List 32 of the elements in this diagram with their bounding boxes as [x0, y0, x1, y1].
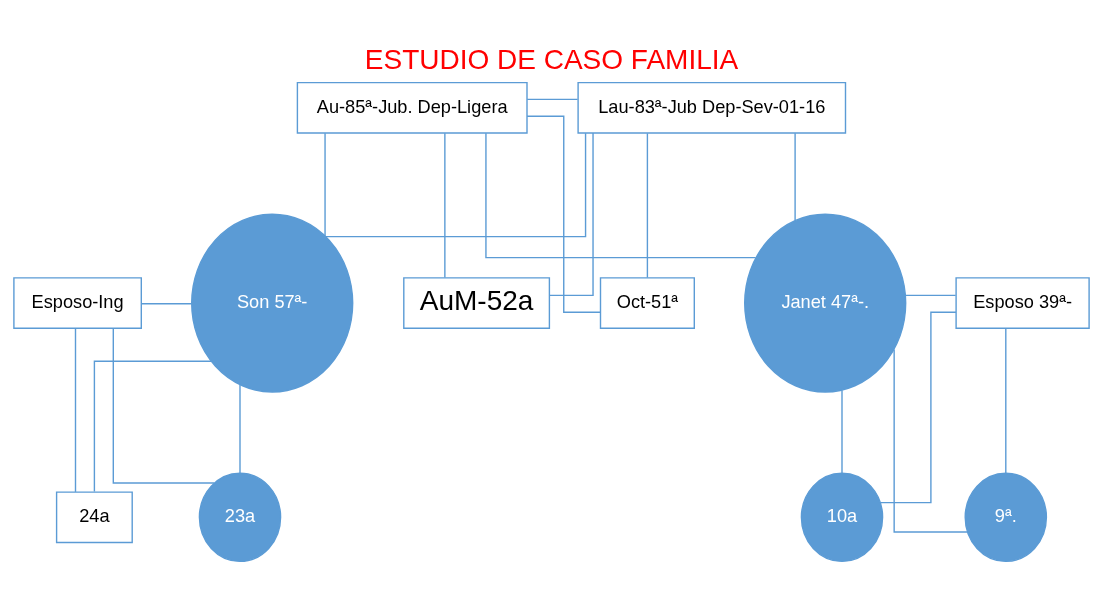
connector [548, 132, 594, 297]
node-box: AuM-52a [403, 277, 551, 329]
node-box: Au-85ª-Jub. Dep-Ligera [296, 81, 528, 134]
connector [646, 132, 649, 279]
connector [526, 115, 601, 313]
connector [893, 348, 969, 533]
connector [74, 327, 77, 493]
node-circle: 9ª. [964, 472, 1048, 563]
connector [325, 132, 587, 238]
connector [526, 98, 579, 101]
diagram-title: ESTUDIO DE CASO FAMILIA [364, 43, 739, 75]
connector [112, 327, 216, 484]
node-circle: 10a [800, 472, 884, 563]
node-circle: Janet 47ª-. [744, 213, 907, 393]
node-circle: Son 57ª- [191, 213, 354, 393]
connector [1005, 327, 1007, 474]
connector [140, 303, 192, 305]
connector [93, 360, 212, 493]
node-box: Oct-51ª [599, 277, 695, 329]
connector [485, 132, 757, 259]
connector [904, 294, 957, 297]
node-box: Lau-83ª-Jub Dep-Sev-01-16 [577, 81, 847, 134]
connector [880, 311, 957, 504]
node-box: 24a [55, 491, 133, 544]
node-box: Esposo 39ª- [955, 277, 1090, 329]
connector [841, 389, 843, 474]
connector [794, 132, 796, 222]
connector [324, 132, 326, 237]
node-box: Esposo-Ing [13, 277, 142, 329]
connector [239, 384, 241, 474]
connector [444, 132, 446, 279]
node-circle: 23a [198, 472, 282, 563]
